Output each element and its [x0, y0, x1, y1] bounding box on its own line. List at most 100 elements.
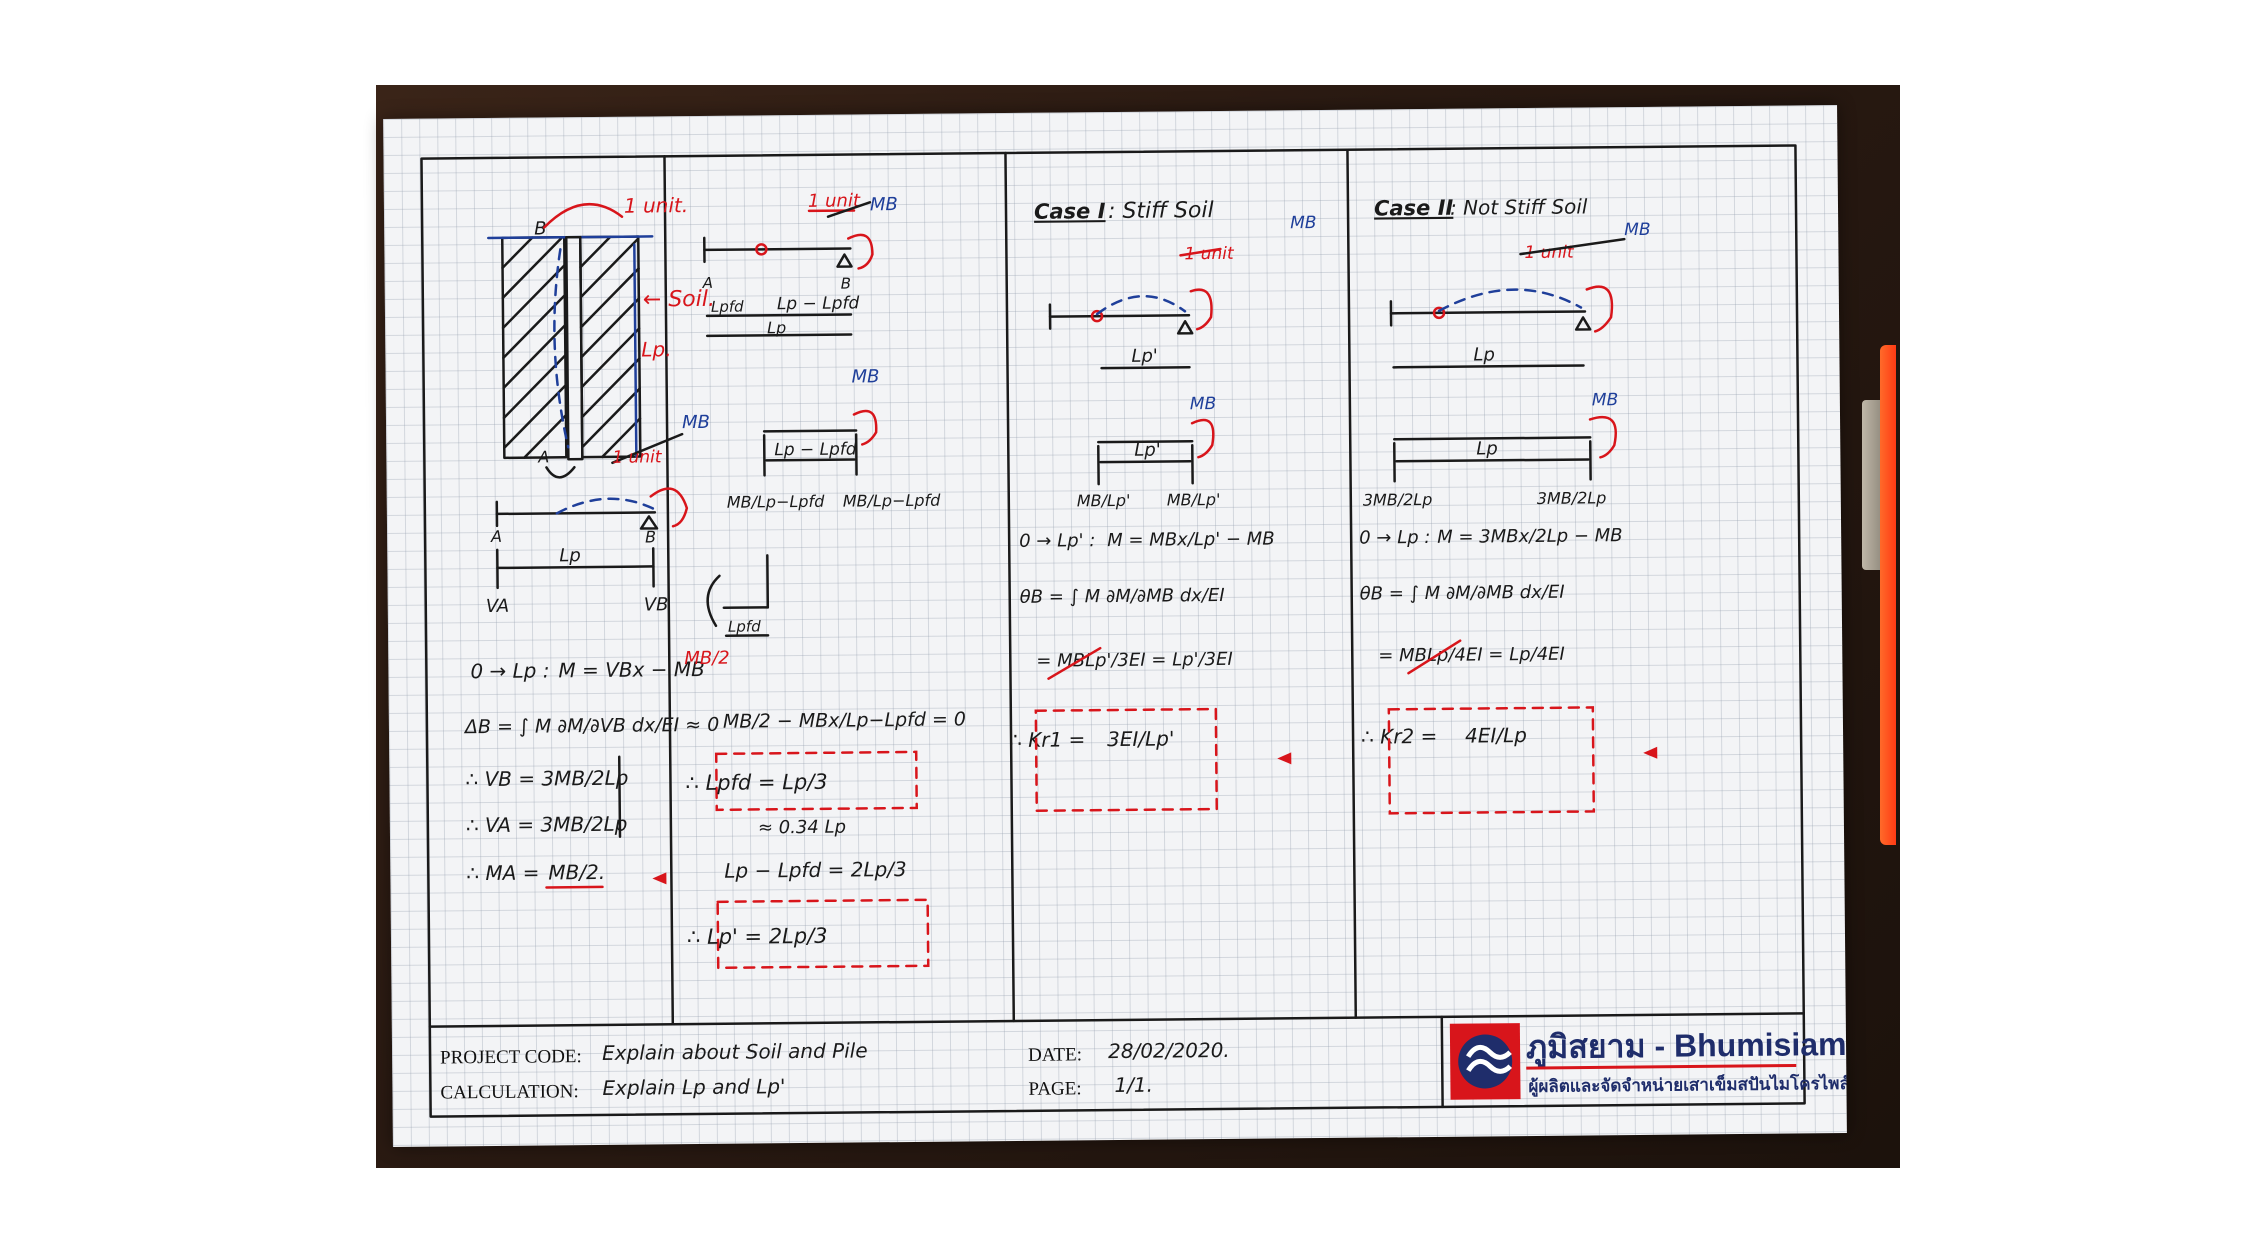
react-right-3: MB/Lp' [1167, 490, 1221, 510]
calculation-value: Explain Lp and Lp' [602, 1074, 785, 1100]
dim-lpfd-2: Lpfd [711, 298, 744, 316]
sheet-drawing: B 1 unit. ← Soil. Lp. A MB 1 unit A B Lp… [420, 144, 1847, 1118]
panel-4: Case II : Not Stiff Soil MB 1 unit Lp MB… [1359, 194, 1658, 815]
range-label: 0 → Lp : [470, 658, 549, 683]
MB-half-2: MB/2 [684, 648, 730, 669]
date-label: DATE: [1028, 1044, 1082, 1066]
span-label: Lp [559, 545, 581, 566]
box-kr2 [1387, 706, 1596, 815]
moment-arrow-top [542, 202, 624, 229]
beam-B-label: B [645, 527, 656, 546]
unit-arrow-4 [1519, 237, 1626, 256]
pointer-triangle-3 [1277, 752, 1292, 765]
panel-3: Case I : Stiff Soil MB 1 unit Lp' MB Lp'… [1009, 198, 1317, 813]
unit-top-label: 1 unit. [624, 193, 688, 218]
cancel-stroke-3 [1047, 646, 1102, 680]
pin-support-4 [1574, 316, 1592, 331]
dim-line-bottom-2 [705, 333, 853, 338]
beam-deflection-3 [1095, 294, 1187, 316]
title-block: PROJECT CODE: Explain about Soil and Pil… [440, 1038, 1230, 1104]
node-B-2: B [841, 275, 851, 293]
hatch-lines [501, 235, 642, 459]
moment-arrow-3 [1189, 288, 1213, 331]
pen-clip [1862, 400, 1884, 570]
MB-label: MB [682, 412, 710, 433]
cancel-stroke-4 [1407, 639, 1462, 675]
box-lpfd [714, 750, 918, 812]
unit-lower-label: 1 unit [612, 447, 663, 467]
beam-1 [495, 511, 657, 516]
MB-top-2: MB [870, 194, 898, 215]
MA-underline [545, 885, 604, 889]
panel-2: 1 unit MB A B Lpfd Lp − Lpfd Lp MB Lp − … [684, 190, 966, 970]
moment-arrow-mid-3 [1190, 418, 1215, 459]
column-divider-2 [1004, 151, 1016, 1023]
span-dim [496, 565, 655, 570]
pointer-triangle-4 [1643, 746, 1658, 759]
node-B-label: B [534, 218, 547, 239]
span-label-3: Lp' [1131, 346, 1158, 367]
moment-eq-4: M = 3MBx/2Lp − MB [1437, 525, 1623, 548]
MB-mid-4: MB [1592, 390, 1619, 410]
result-eq-3: = MBLp'/3EI = Lp'/3EI [1036, 649, 1233, 672]
logo-tagline: ผู้ผลิตและจัดจำหน่ายเสาเข็มสปันไมโครไพล์ [1528, 1071, 1847, 1098]
hinge-2 [755, 243, 768, 256]
moment-equation: M = VBx − MB [558, 657, 705, 682]
theta-eq-3: θB = ∫ M ∂M/∂MB dx/EI [1020, 585, 1225, 608]
react-right-2: MB/Lp−Lpfd [843, 491, 942, 511]
span-mid-dim-4 [1395, 458, 1590, 463]
pointer-triangle-1 [652, 872, 667, 885]
pin-support-2 [836, 253, 853, 268]
range-3: 0 → Lp' : [1019, 530, 1095, 552]
pile-deflection [553, 248, 570, 449]
pin-support-B [639, 515, 659, 530]
result-lpfd: ∴ Lpfd = Lp/3 [685, 770, 827, 795]
calculation-sheet: B 1 unit. ← Soil. Lp. A MB 1 unit A B Lp… [383, 105, 1847, 1147]
kr1-value: 3EI/Lp' [1107, 726, 1175, 751]
diff-eq-2: Lp − Lpfd = 2Lp/3 [724, 857, 907, 883]
beam-2 [703, 247, 852, 252]
beam-A-label: A [490, 527, 502, 546]
span-mid-dim-3 [1099, 460, 1192, 464]
box-lp-prime [716, 898, 930, 970]
project-code-value: Explain about Soil and Pile [602, 1038, 868, 1065]
curve-arrow-2 [706, 574, 721, 628]
case-1-heading: : Stiff Soil [1108, 198, 1214, 224]
VB-result: ∴ VB = 3MB/2Lp [465, 766, 628, 792]
date-value: 28/02/2020. [1108, 1038, 1230, 1063]
dim-line-top-2 [705, 313, 853, 318]
column-divider-1 [663, 155, 675, 1026]
page-value: 1/1. [1114, 1073, 1153, 1097]
range-4: 0 → Lp : [1359, 527, 1430, 549]
logo-rule [1526, 1063, 1797, 1070]
hinge-4 [1432, 306, 1446, 320]
result-lp-prime: ∴ Lp' = 2Lp/3 [687, 924, 828, 949]
orange-marker [1880, 345, 1896, 845]
kr2-value: 4EI/Lp [1465, 723, 1527, 748]
moment-eq-3: M = MBx/Lp' − MB [1107, 528, 1275, 551]
MA-result-label: ∴ MA = [466, 861, 539, 886]
case-2-heading: : Not Stiff Soil [1450, 194, 1588, 219]
react-left-2: MB/Lp−Lpfd [727, 492, 826, 512]
unit-strike-3 [1179, 247, 1222, 257]
case-2-title: Case II [1374, 196, 1454, 221]
beam-3 [1048, 314, 1191, 318]
span-mid-2: Lp − Lpfd [774, 439, 857, 460]
span-mid-dim-2 [765, 458, 856, 462]
MB-mid-3: MB [1190, 394, 1217, 414]
pile [564, 235, 584, 461]
unit-label-3: 1 unit [1184, 244, 1235, 264]
soil-label: ← Soil. [643, 287, 715, 313]
beam-deflection-1 [555, 497, 655, 515]
node-A-label: A [537, 447, 549, 466]
pin-support-3 [1176, 320, 1194, 335]
logo-wave-icon-2 [1466, 1058, 1513, 1074]
company-logo: ภูมิสยาม - Bhumisiam ผู้ผลิตและจัดจำหน่า… [1449, 1023, 1847, 1100]
react-right-4: 3MB/2Lp [1537, 488, 1607, 508]
hinge-3 [1090, 309, 1104, 323]
result-eq-4: = MBLp/4EI = Lp/4EI [1378, 644, 1565, 667]
beam-deflection-4 [1437, 288, 1583, 313]
approx-value: ≈ 0.34 Lp [758, 817, 846, 839]
panel-1: B 1 unit. ← Soil. Lp. A MB 1 unit A B Lp… [463, 193, 719, 889]
logo-wave-icon [1466, 1044, 1512, 1060]
